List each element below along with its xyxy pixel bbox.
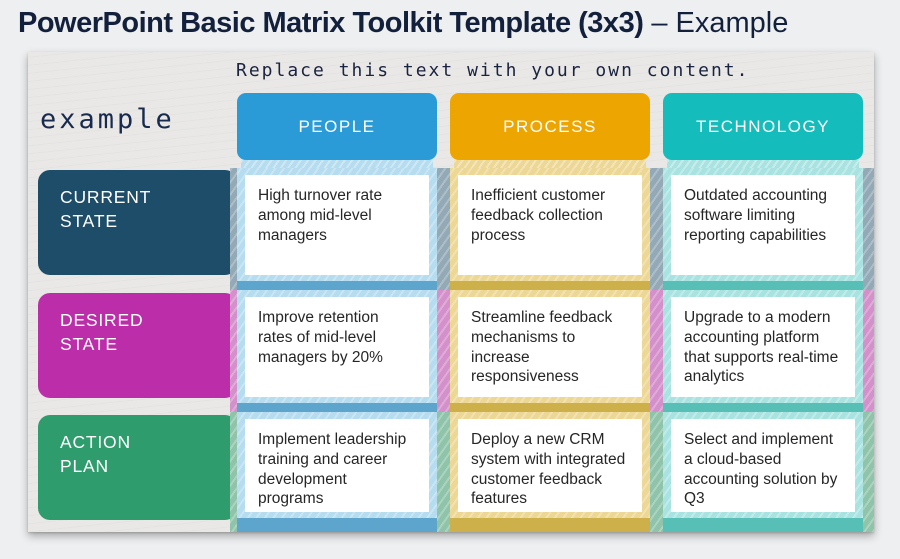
column-header-technology[interactable]: TECHNOLOGY [663,93,863,172]
matrix-slot: Upgrade to a modern accounting platform … [663,290,863,412]
instruction-text[interactable]: Replace this text with your own content. [236,60,750,81]
matrix-cell-current-process[interactable]: Inefficient customer feedback collection… [458,175,642,275]
matrix-row-action-plan: Implement leadership training and career… [230,412,874,532]
column-headers: PEOPLE PROCESS TECHNOLOGY [237,93,863,172]
slide-canvas: Replace this text with your own content.… [28,52,874,532]
matrix-slot: High turnover rate among mid-level manag… [237,168,437,290]
matrix-cell-action-people[interactable]: Implement leadership training and career… [245,419,429,512]
column-header-label: PEOPLE [298,116,376,136]
page-title: PowerPoint Basic Matrix Toolkit Template… [18,6,888,41]
page-title-suffix: – Example [651,7,789,39]
matrix-cell-current-technology[interactable]: Outdated accounting software limiting re… [671,175,855,275]
page-title-main: PowerPoint Basic Matrix Toolkit Template… [18,7,644,39]
column-header-process[interactable]: PROCESS [450,93,650,172]
example-label: example [40,104,175,135]
matrix-row-current-state: High turnover rate among mid-level manag… [230,168,874,290]
matrix-slot: Deploy a new CRM system with integrated … [450,412,650,532]
matrix-cell-current-people[interactable]: High turnover rate among mid-level manag… [245,175,429,275]
matrix-cell-desired-process[interactable]: Streamline feedback mechanisms to increa… [458,297,642,397]
matrix-slot: Outdated accounting software limiting re… [663,168,863,290]
matrix-row-desired-state: Improve retention rates of mid-level man… [230,290,874,412]
matrix-slot: Select and implement a cloud-based accou… [663,412,863,532]
matrix-slot: Streamline feedback mechanisms to increa… [450,290,650,412]
matrix-slot: Inefficient customer feedback collection… [450,168,650,290]
row-header-desired-state[interactable]: DESIRED STATE [38,293,237,398]
matrix-cell-action-process[interactable]: Deploy a new CRM system with integrated … [458,419,642,512]
matrix-cell-action-technology[interactable]: Select and implement a cloud-based accou… [671,419,855,512]
row-header-current-state[interactable]: CURRENT STATE [38,170,237,275]
matrix-slot: Improve retention rates of mid-level man… [237,290,437,412]
matrix-slot: Implement leadership training and career… [237,412,437,532]
row-header-action-plan[interactable]: ACTION PLAN [38,415,237,520]
matrix-cell-desired-technology[interactable]: Upgrade to a modern accounting platform … [671,297,855,397]
matrix-cell-desired-people[interactable]: Improve retention rates of mid-level man… [245,297,429,397]
column-header-label: TECHNOLOGY [695,116,831,136]
column-header-label: PROCESS [503,116,597,136]
column-header-people[interactable]: PEOPLE [237,93,437,172]
